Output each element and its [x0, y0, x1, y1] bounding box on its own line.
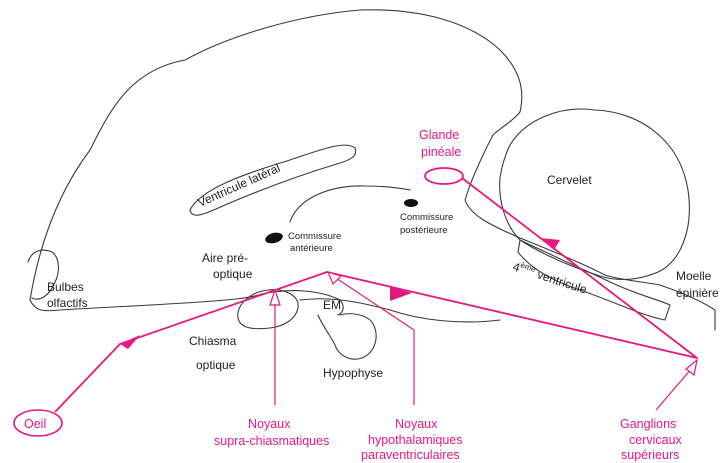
- glande-pineale-label-2: pinéale: [421, 145, 461, 159]
- aire-preoptique-label-2: optique: [213, 267, 253, 281]
- quatrieme-ventricule-label: 4ème ventricule: [511, 259, 589, 297]
- pvn-pointer-head: [328, 272, 341, 284]
- noyaux-pv-label-3: paraventriculaires: [361, 448, 460, 462]
- bulbes-olfactifs-label-1: Bulbes: [47, 280, 84, 294]
- ganglions-label-2: cervicaux: [629, 433, 683, 447]
- hypophyse-shape: [318, 314, 376, 359]
- ventricule-lateral-label: Ventricule latéral: [196, 161, 283, 210]
- commissure-anterieure-dot: [264, 231, 284, 245]
- noyaux-sc-label-1: Noyaux: [248, 417, 291, 431]
- em-label: EM: [323, 298, 341, 312]
- bulbes-olfactifs-label-2: olfactifs: [47, 296, 88, 310]
- commissure-posterieure-label-1: Commissure: [400, 212, 453, 223]
- noyaux-pv-label-1: Noyaux: [395, 417, 438, 431]
- arrow-pineal: [540, 238, 560, 250]
- pvn-pointer-line-2: [336, 278, 414, 330]
- glande-pineale-shape: [425, 168, 463, 184]
- chiasma-optique-label-2: optique: [196, 358, 236, 372]
- ganglions-label-1: Ganglions: [620, 417, 676, 431]
- arrow-retinal: [120, 335, 140, 349]
- cervelet-label: Cervelet: [547, 173, 592, 187]
- ganglions-label-3: supérieurs: [621, 448, 679, 462]
- oeil-label: Oeil: [24, 417, 46, 431]
- aire-preoptique-label-1: Aire pré-: [202, 251, 248, 265]
- moelle-epiniere-label-1: Moelle: [676, 269, 712, 283]
- troisieme-ventricule: [290, 186, 410, 222]
- chiasma-optique-label-1: Chiasma: [189, 334, 237, 348]
- chiasma-shape: [238, 290, 298, 329]
- cervelet-outline: [500, 109, 690, 279]
- commissure-anterieure-label-2: antérieure: [290, 243, 333, 254]
- moelle-epiniere-label-2: épinière: [676, 286, 719, 300]
- ventricule-lateral-shape: [190, 145, 356, 215]
- hypophyse-label: Hypophyse: [323, 366, 383, 380]
- glande-pineale-label-1: Glande: [419, 128, 459, 142]
- noyaux-sc-label-2: supra-chiasmatiques: [214, 434, 329, 448]
- noyaux-pv-label-2: hypothalamiques: [368, 433, 463, 447]
- gcs-pointer-line: [656, 368, 692, 410]
- commissure-posterieure-label-2: postérieure: [400, 225, 448, 236]
- commissure-posterieure-dot: [404, 199, 418, 207]
- commissure-anterieure-label-1: Commissure: [288, 231, 341, 242]
